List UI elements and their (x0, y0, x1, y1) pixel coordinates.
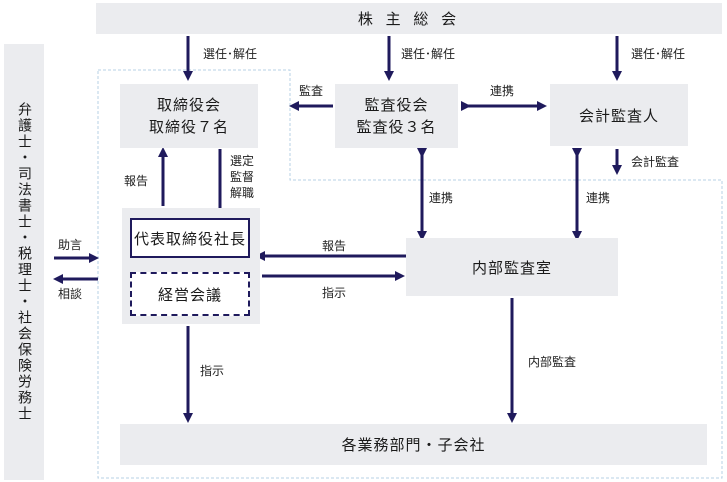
label-appoint-2: 監督 (230, 170, 255, 184)
label-accounting-audit: 会計監査 (631, 155, 680, 169)
shareholders-meeting-label: 株 主 総 会 (357, 10, 461, 28)
label-elect-auditors: 選任･解任 (401, 47, 456, 61)
label-appoint-3: 解職 (230, 186, 255, 200)
shareholders-meeting-box: 株 主 総 会 (96, 3, 722, 34)
label-internal-audit: 内部監査 (528, 355, 577, 369)
label-instruct-departments: 指示 (200, 364, 225, 378)
departments-label: 各業務部門・子会社 (341, 436, 486, 454)
board-box: 取締役会 取締役７名 (120, 84, 258, 148)
departments-box: 各業務部門・子会社 (120, 424, 707, 465)
advisors-box: 弁護士・司法書士・税理士・社会保険労務士 (4, 44, 44, 480)
ceo-box: 代表取締役社長 (130, 218, 250, 258)
auditors-title: 監査役会 (364, 96, 429, 114)
management-meeting-box: 経営会議 (130, 272, 250, 316)
board-members: 取締役７名 (148, 118, 229, 136)
label-cooperate-right: 連携 (586, 191, 611, 205)
internal-audit-box-label: 内部監査室 (471, 258, 552, 277)
company-boundary (97, 69, 723, 479)
auditors-members: 監査役３名 (356, 118, 437, 136)
ceo-label: 代表取締役社長 (133, 229, 246, 248)
auditors-box: 監査役会 監査役３名 (335, 84, 458, 148)
accounting-auditor-box: 会計監査人 (550, 84, 688, 146)
internal-audit-box: 内部監査室 (406, 238, 618, 296)
label-report-board: 報告 (124, 174, 149, 188)
label-audit: 監査 (299, 84, 324, 98)
advisors-label: 弁護士・司法書士・税理士・社会保険労務士 (16, 102, 32, 422)
label-advice: 助言 (58, 238, 83, 252)
label-cooperate-top: 連携 (490, 84, 515, 98)
label-report-ceo: 報告 (322, 239, 347, 253)
accounting-auditor-label: 会計監査人 (578, 106, 659, 125)
label-consult: 相談 (58, 287, 83, 301)
management-meeting-label: 経営会議 (157, 285, 222, 304)
board-title: 取締役会 (156, 96, 221, 114)
label-instruct-internal: 指示 (322, 286, 347, 300)
label-cooperate-left: 連携 (429, 191, 454, 205)
label-elect-accounting: 選任･解任 (631, 47, 686, 61)
label-elect-board: 選任･解任 (203, 47, 258, 61)
label-appoint-1: 選定 (230, 154, 255, 168)
